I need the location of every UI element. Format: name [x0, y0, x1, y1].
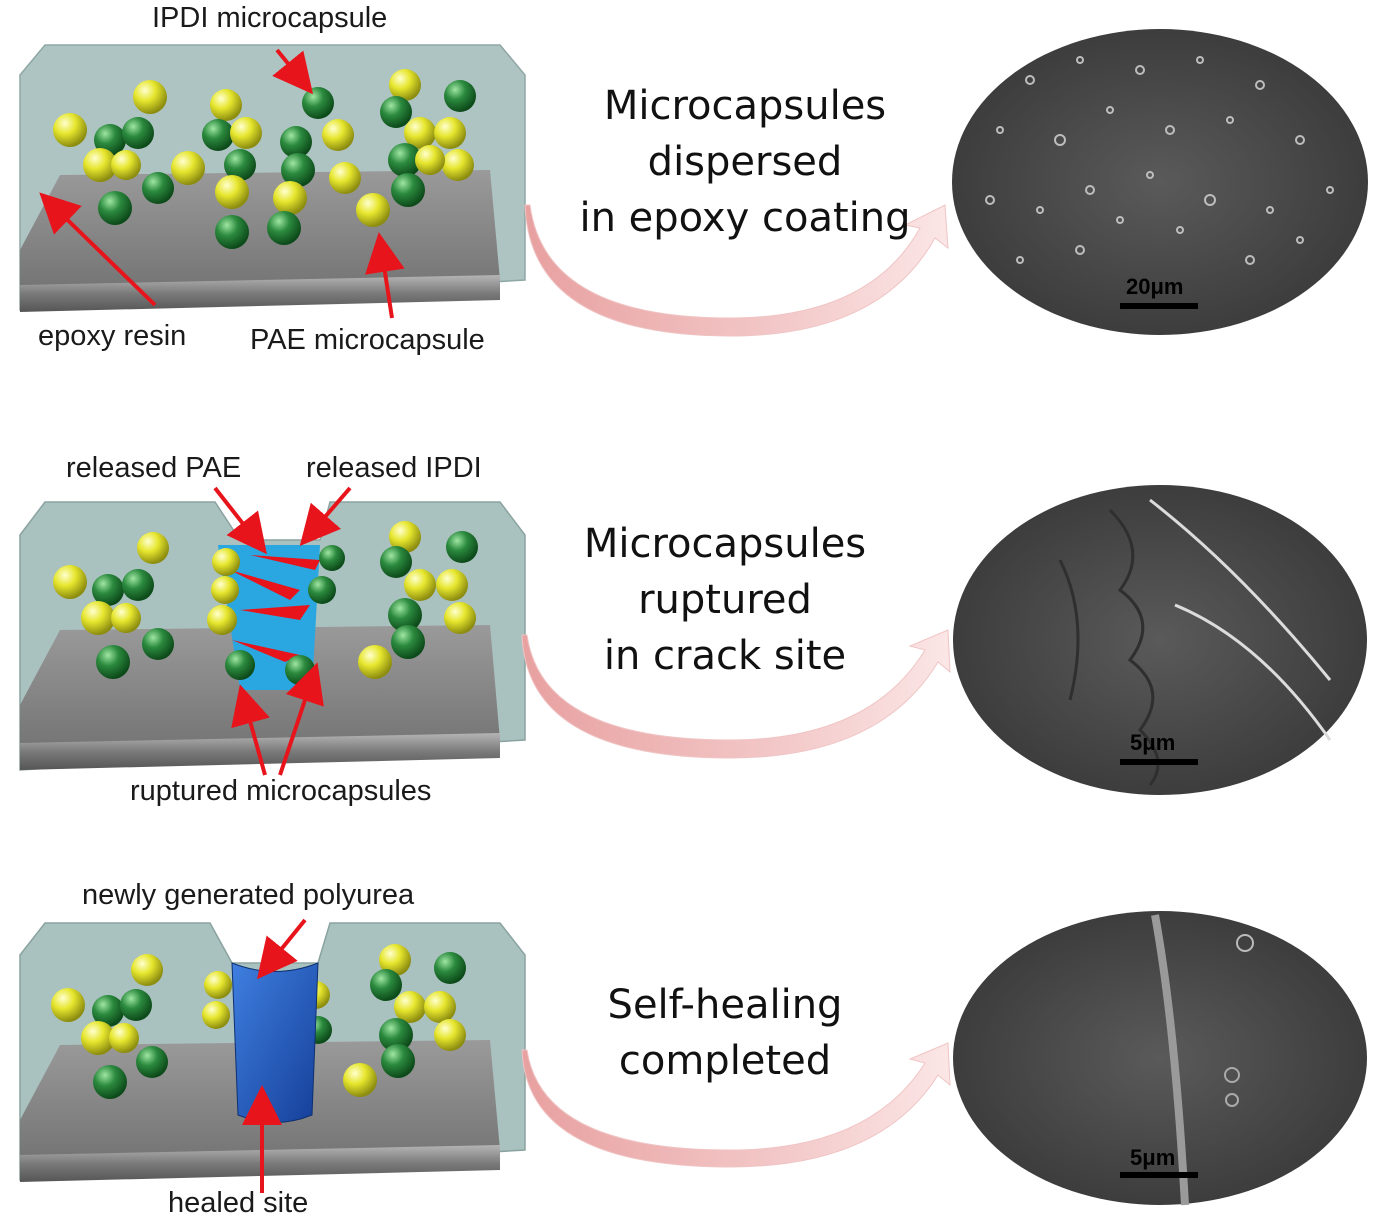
label-healed-site: healed site [168, 1187, 309, 1219]
released-pae-streaks [230, 555, 320, 662]
arrow-polyurea [256, 918, 307, 980]
arrow-released-pae [213, 486, 267, 555]
label-released-pae: released PAE [66, 452, 242, 484]
arrow-epoxy [39, 192, 157, 307]
arrow-pae [365, 232, 405, 319]
curved-arrow [521, 1042, 951, 1168]
label-newly-generated-polyurea: newly generated polyurea [82, 879, 415, 911]
microcapsules [53, 69, 476, 249]
sem-image [953, 911, 1367, 1205]
curved-arrow [524, 204, 949, 337]
scale-bar-label: 5μm [1130, 1145, 1176, 1170]
microcapsules [53, 521, 478, 685]
sem-crack-features [1058, 508, 1160, 786]
caption-healed: Self-healing completed [607, 982, 843, 1084]
label-ipdi-microcapsule: IPDI microcapsule [152, 2, 388, 34]
label-released-ipdi: released IPDI [306, 452, 482, 484]
microcapsules [51, 944, 466, 1099]
schematic-healed [19, 911, 1367, 1206]
sem-particles [985, 56, 1334, 265]
panel-ruptured: released PAE released IPDI ruptured micr… [0, 440, 1379, 820]
scale-bar-line [1120, 759, 1198, 765]
scale-bar-label: 5μm [1130, 730, 1176, 755]
arrow-ruptured-1 [231, 684, 270, 776]
polyurea-fill [231, 962, 319, 1123]
arrow-released-ipdi [299, 486, 352, 547]
caption-ruptured: Microcapsules ruptured in crack site [583, 521, 867, 679]
scale-bar-label: 20μm [1126, 274, 1184, 299]
arrow-ipdi [272, 48, 314, 95]
sem-image [953, 485, 1367, 795]
label-epoxy-resin: epoxy resin [38, 320, 187, 352]
scale-bar-line [1120, 1172, 1198, 1178]
sem-highlights [1149, 498, 1332, 741]
schematic-dispersed [19, 29, 1368, 337]
panel-dispersed: IPDI microcapsule epoxy resin PAE microc… [0, 0, 1379, 370]
substrate-front [20, 275, 500, 312]
label-pae-microcapsule: PAE microcapsule [250, 324, 485, 356]
label-ruptured-microcapsules: ruptured microcapsules [130, 775, 432, 807]
schematic-ruptured [19, 485, 1367, 795]
caption-dispersed: Microcapsules dispersed in epoxy coating [579, 83, 911, 241]
curved-arrow [521, 629, 951, 759]
sem-image [952, 29, 1368, 335]
scale-bar-line [1120, 303, 1198, 309]
panel-healed: newly generated polyurea healed site Sel… [0, 875, 1379, 1227]
sem-healed-features [1151, 914, 1254, 1206]
arrow-ruptured-2 [278, 662, 324, 776]
